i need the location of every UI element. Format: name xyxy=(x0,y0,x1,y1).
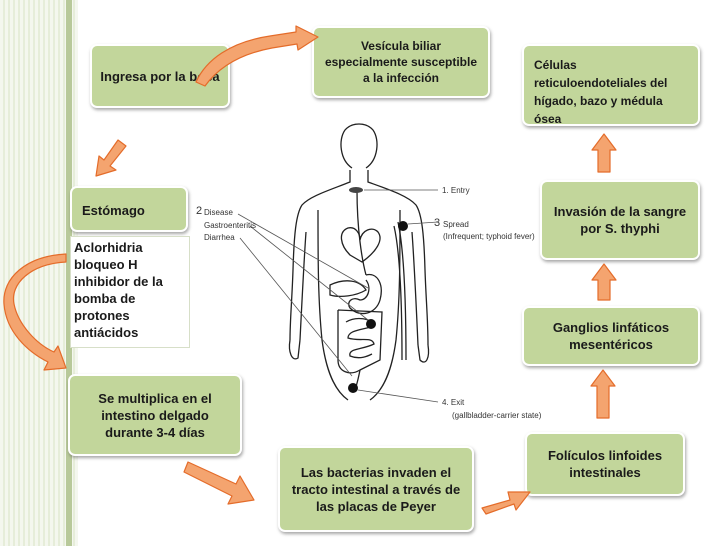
aclorhidria-line: protones xyxy=(74,308,130,323)
label-exit-note: (gallbladder-carrier state) xyxy=(452,411,542,420)
label-diarrhea: Diarrhea xyxy=(204,233,235,242)
label-disease: Disease xyxy=(204,208,233,217)
arrow-ganglios-to-invasion xyxy=(591,263,617,301)
aclorhidria-note: Aclorhidria bloqueo H inhibidor de la bo… xyxy=(70,236,190,348)
arrow-invasion-to-celulas xyxy=(591,133,617,173)
label-spread: Spread xyxy=(443,220,469,229)
label-spread-note: (Infrequent; typhoid fever) xyxy=(443,232,535,241)
box-celulas-text: Células reticuloendoteliales del hígado,… xyxy=(534,58,668,126)
aclorhidria-line: bloqueo H xyxy=(74,257,138,272)
label-exit: 4. Exit xyxy=(442,398,465,407)
arrow-bacterias-to-foliculos xyxy=(481,491,531,515)
spread-dot xyxy=(398,221,408,231)
decorative-side-stripe xyxy=(0,0,78,546)
box-invasion-text: Invasión de la sangre por S. thyphi xyxy=(553,204,687,236)
disease-dot xyxy=(366,319,376,329)
box-foliculos-linfoides: Folículos linfoides intestinales xyxy=(525,432,685,496)
label-disease-number: 2 xyxy=(196,205,202,217)
arrow-multiplica-to-bacterias xyxy=(183,461,255,505)
box-bacterias-text: Las bacterias invaden el tracto intestin… xyxy=(291,464,461,514)
box-ingresa-boca-text: Ingresa por la boca xyxy=(100,68,220,84)
box-vesicula-text: Vesícula biliar especialmente susceptibl… xyxy=(324,39,478,85)
arrow-foliculos-to-ganglios xyxy=(590,369,616,419)
arrow-estomago-to-multiplica xyxy=(3,253,67,371)
box-estomago: Estómago xyxy=(70,186,188,232)
box-foliculos-text: Folículos linfoides intestinales xyxy=(547,448,663,480)
box-se-multiplica: Se multiplica en el intestino delgado du… xyxy=(68,374,242,456)
box-ganglios-text: Ganglios linfáticos mesentéricos xyxy=(552,320,670,352)
box-ganglios-linfaticos: Ganglios linfáticos mesentéricos xyxy=(522,306,700,366)
exit-dot xyxy=(348,383,358,393)
arrow-boca-to-estomago xyxy=(95,139,127,177)
box-celulas-reticuloendoteliales: Células reticuloendoteliales del hígado,… xyxy=(522,44,700,126)
label-gastroenteritis: Gastroenteritis xyxy=(204,221,256,230)
box-vesicula-biliar: Vesícula biliar especialmente susceptibl… xyxy=(312,26,490,98)
label-spread-number: 3 xyxy=(434,217,440,229)
aclorhidria-line: Aclorhidria xyxy=(74,240,143,255)
label-entry: 1. Entry xyxy=(442,186,470,195)
aclorhidria-line: inhibidor de la xyxy=(74,274,163,289)
arrow-boca-to-vesicula xyxy=(195,25,319,87)
box-estomago-text: Estómago xyxy=(82,203,145,218)
box-multiplica-text: Se multiplica en el intestino delgado du… xyxy=(98,390,212,440)
aclorhidria-line: bomba de xyxy=(74,291,136,306)
box-invasion-sangre: Invasión de la sangre por S. thyphi xyxy=(540,180,700,260)
entry-mark xyxy=(349,187,363,193)
aclorhidria-line: antiácidos xyxy=(74,325,139,340)
box-ingresa-boca: Ingresa por la boca xyxy=(90,44,230,108)
box-bacterias-invaden: Las bacterias invaden el tracto intestin… xyxy=(278,446,474,532)
